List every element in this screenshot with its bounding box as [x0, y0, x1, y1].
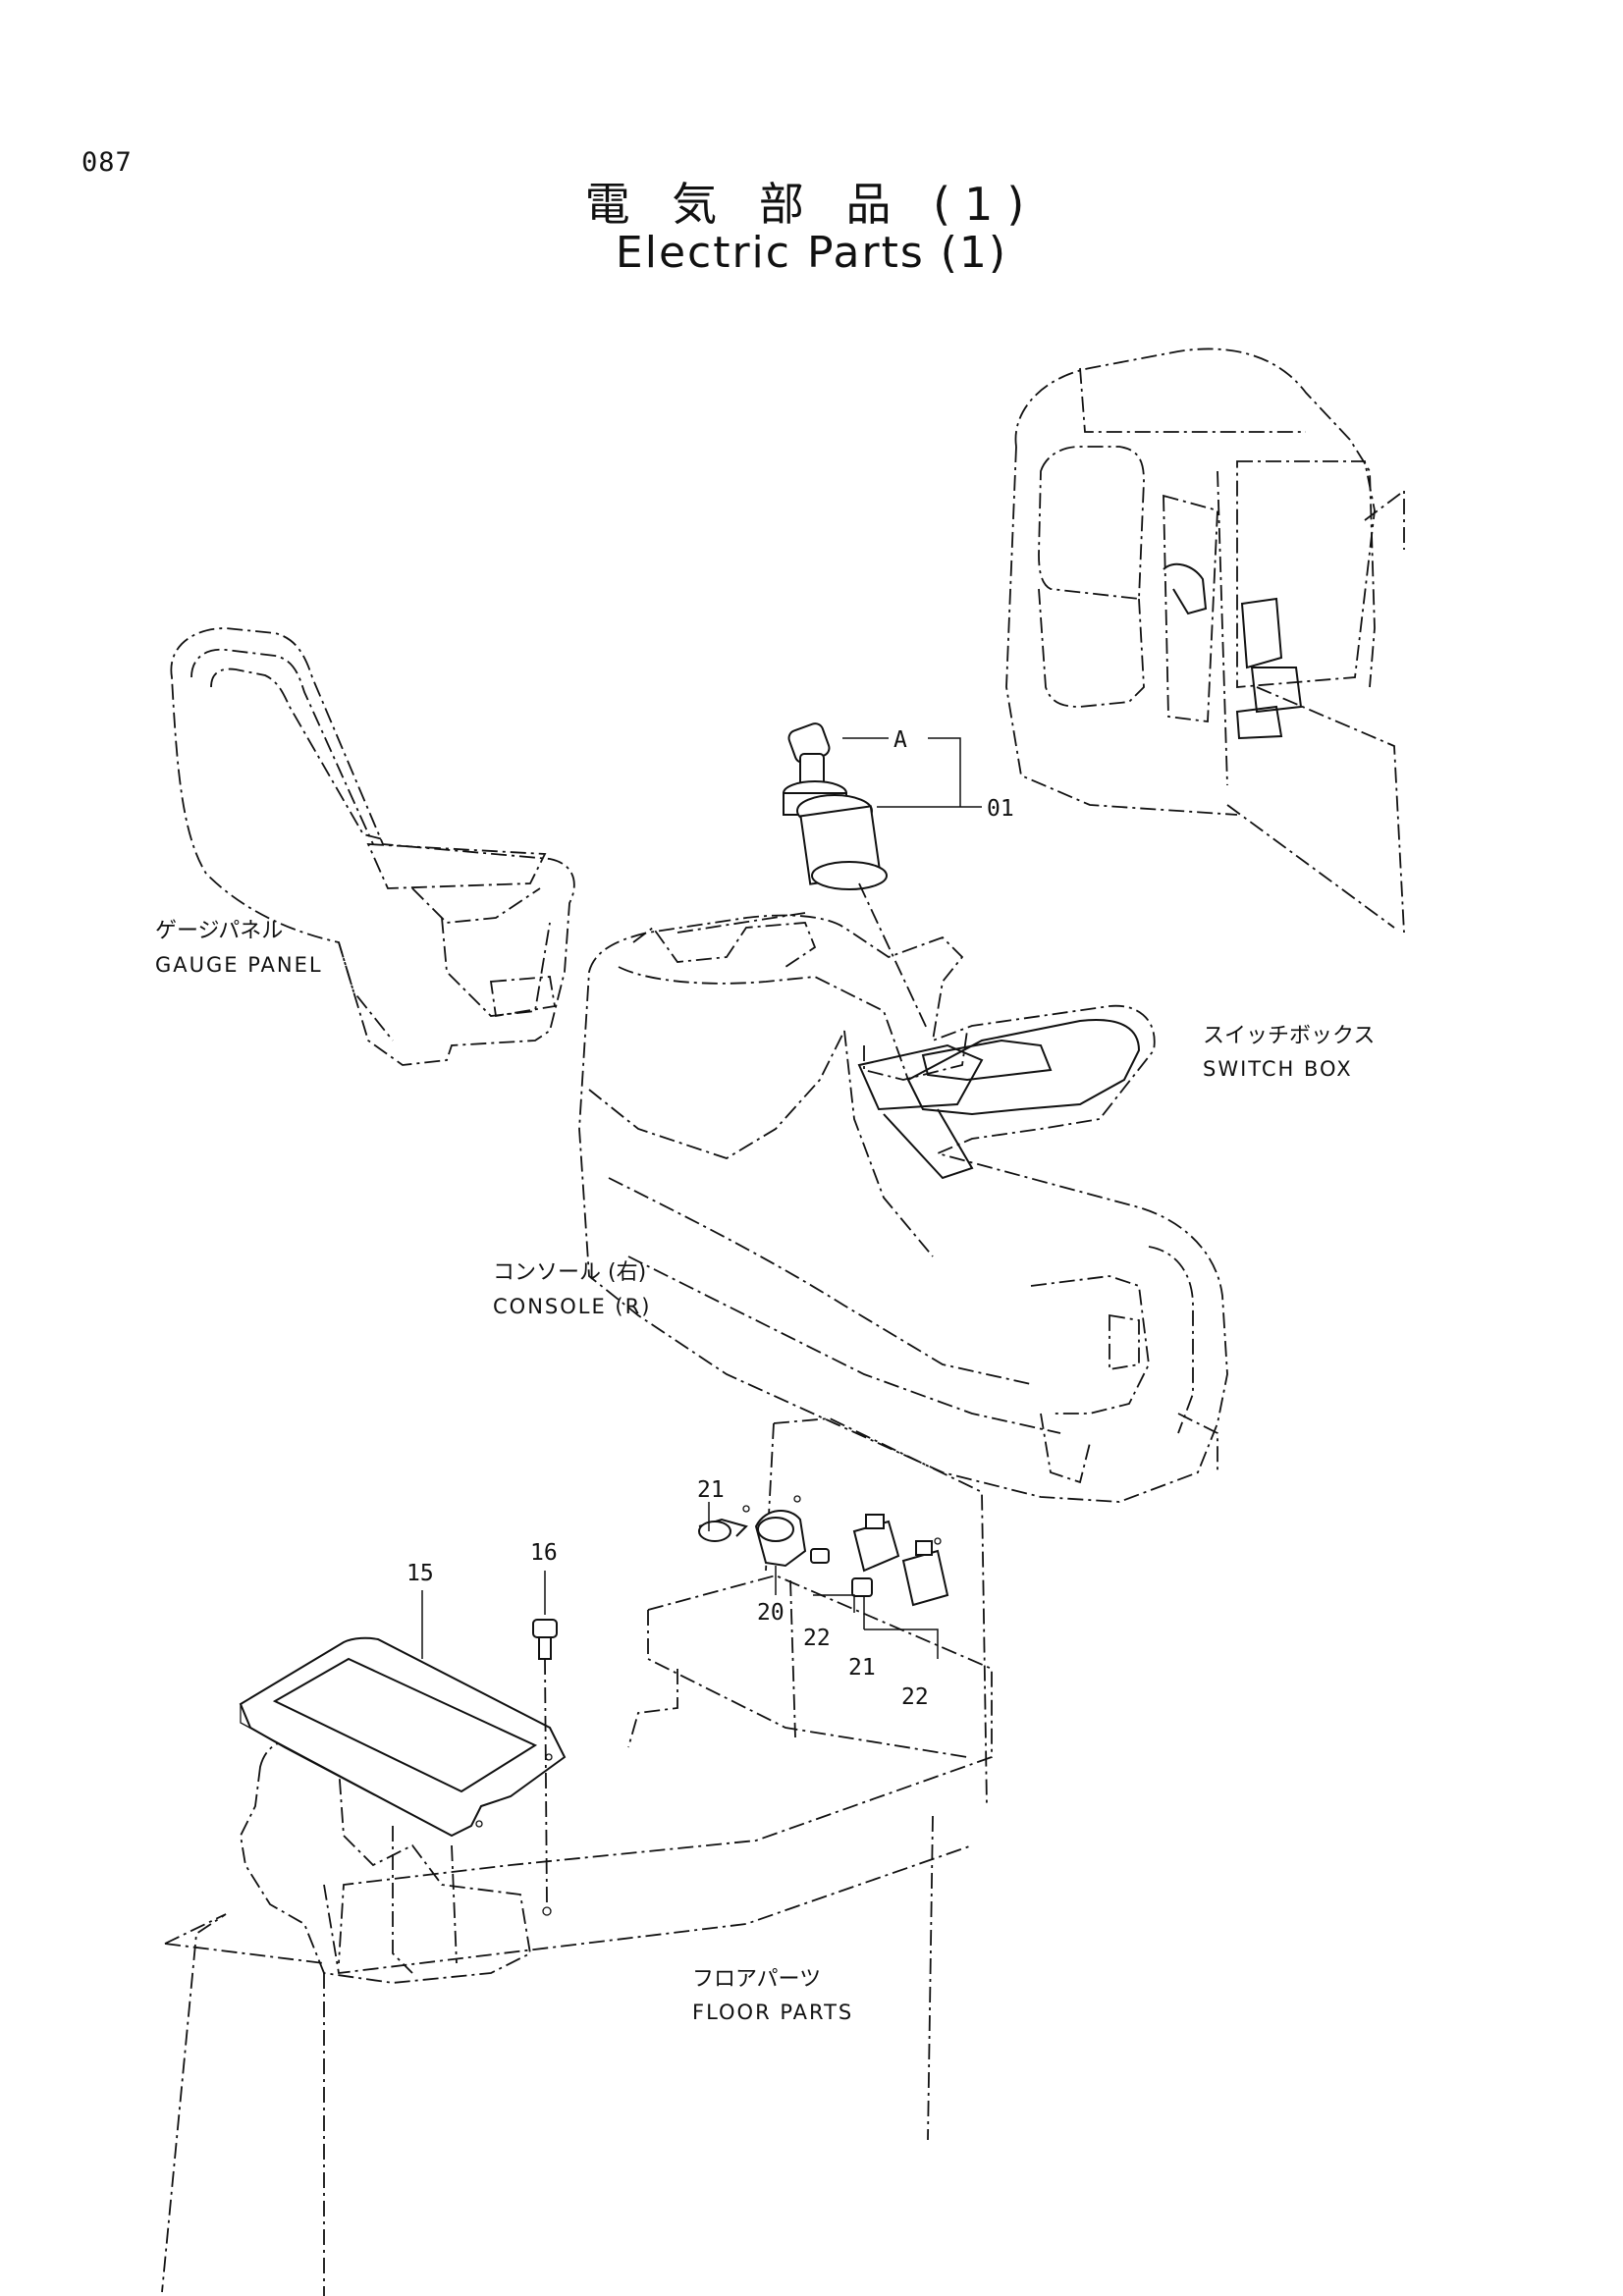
callout-15: 15: [406, 1561, 434, 1586]
gauge-panel-label-english: GAUGE PANEL: [155, 953, 323, 977]
console-label-english: CONSOLE (R): [493, 1295, 651, 1318]
page-number: 087: [81, 147, 133, 178]
switch-box-label-japanese: スイッチボックス: [1203, 1024, 1375, 1048]
gauge-panel-illustration: [170, 627, 575, 1066]
page-title-english: Electric Parts (1): [615, 228, 1008, 278]
callout-01: 01: [987, 796, 1014, 822]
page-title-japanese: 電 気 部 品 (1): [584, 178, 1039, 231]
callout-22-upper: 22: [803, 1626, 831, 1651]
callout-21-upper: 21: [697, 1477, 725, 1503]
leader-lines: [421, 737, 982, 1659]
floor-parts-illustration: [161, 1417, 993, 2296]
gauge-panel-label-japanese: ゲージパネル: [155, 919, 283, 943]
floor-parts-label-japanese: フロアパーツ: [692, 1967, 821, 1992]
callout-16: 16: [530, 1540, 558, 1566]
callout-22-lower: 22: [901, 1684, 929, 1710]
cab-illustration: [1005, 347, 1405, 934]
callout-21-lower: 21: [848, 1655, 876, 1681]
console-illustration: [578, 912, 1228, 1503]
console-label-japanese: コンソール (右): [493, 1260, 646, 1285]
key-switch-illustration: [783, 722, 929, 1032]
switch-box-label-english: SWITCH BOX: [1203, 1057, 1353, 1081]
callout-a: A: [893, 727, 907, 753]
floor-parts-label-english: FLOOR PARTS: [692, 2001, 853, 2024]
callout-20: 20: [757, 1600, 784, 1626]
